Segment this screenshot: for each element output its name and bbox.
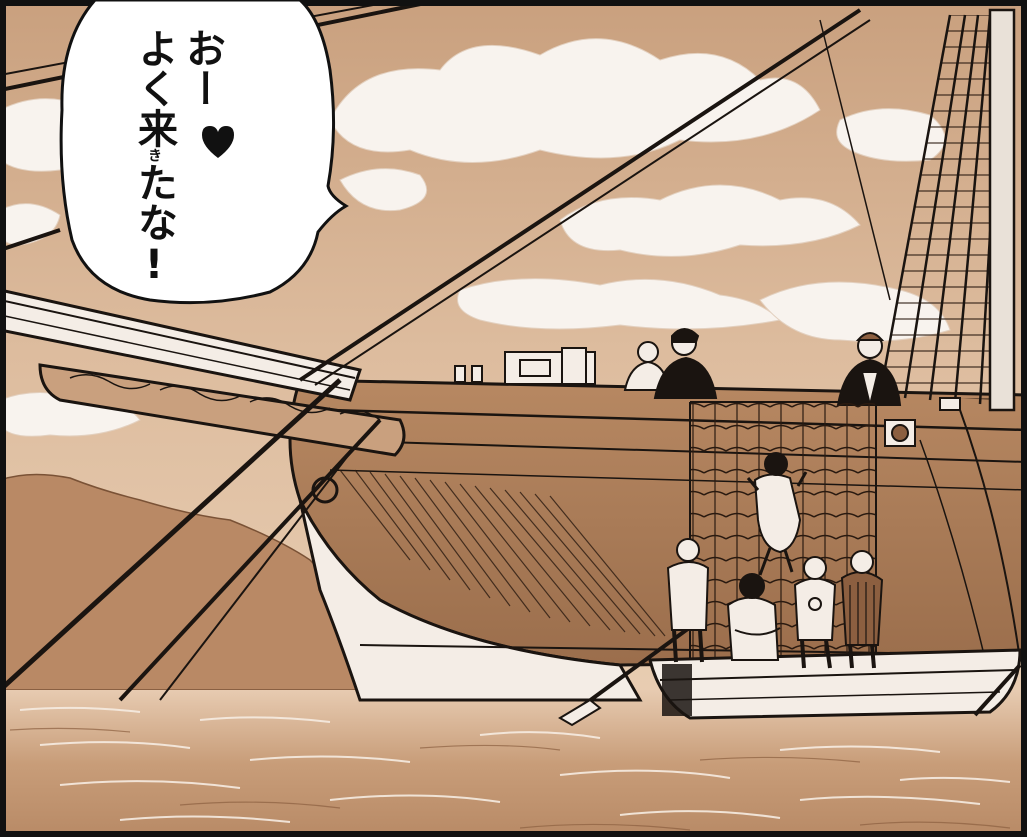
clouds [0, 38, 951, 437]
water-dark-ripples [9, 727, 1011, 831]
climbing-figure [746, 452, 808, 576]
speech-line-1: おー [179, 28, 225, 108]
speech-line-2-start: よく来 [131, 28, 177, 148]
rowboat [558, 618, 1022, 727]
mast-shrouds [878, 8, 1016, 412]
heart-icon [202, 126, 234, 158]
deck-fittings [454, 347, 961, 411]
speech-text: おー よく来きたな! [88, 28, 268, 298]
rigging [0, 0, 1021, 702]
speech-line-2-end: たな! [131, 162, 177, 288]
bowsprit [0, 288, 406, 504]
boat-crew [666, 538, 884, 669]
deck-crew [623, 328, 902, 406]
furigana-ki: き [146, 148, 162, 162]
water-ripples [19, 706, 1011, 823]
speech-line-2: よく来きたな! [131, 28, 177, 298]
